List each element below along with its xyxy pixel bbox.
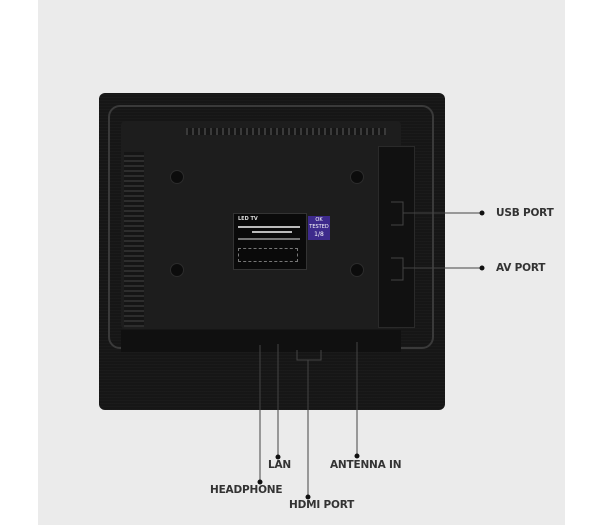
mount-screw <box>350 263 364 277</box>
lan-callout-dot <box>275 454 281 460</box>
bottom-port-panel <box>121 330 401 352</box>
badge-line: TESTED <box>309 224 329 230</box>
mount-screw <box>170 263 184 277</box>
mount-screw <box>350 170 364 184</box>
badge-line: 1/8 <box>314 231 324 238</box>
hdmi-port-label: HDMI PORT <box>289 499 355 511</box>
lan-label: LAN <box>268 459 292 471</box>
side-vent <box>124 152 144 327</box>
side-port-panel <box>378 146 415 328</box>
headphone-label: HEADPHONE <box>210 484 283 496</box>
av-port-label: AV PORT <box>496 262 546 274</box>
headphone-callout-dot <box>257 479 263 485</box>
badge-line: OK <box>315 217 323 223</box>
tested-badge: OK TESTED 1/8 <box>308 216 330 240</box>
antenna-in-label: ANTENNA IN <box>330 459 402 471</box>
usb-callout-dot <box>479 210 485 216</box>
hdmi-callout-line <box>296 350 322 496</box>
rating-sticker: LED TV <box>233 213 307 270</box>
top-vent <box>186 128 386 135</box>
hdmi-callout-dot <box>305 494 311 500</box>
sticker-title: LED TV <box>238 216 258 222</box>
usb-callout-line <box>391 201 480 226</box>
usb-port-label: USB PORT <box>496 207 554 219</box>
antenna-callout-dot <box>354 453 360 459</box>
mount-screw <box>170 170 184 184</box>
av-callout-line <box>391 257 480 281</box>
av-callout-dot <box>479 265 485 271</box>
